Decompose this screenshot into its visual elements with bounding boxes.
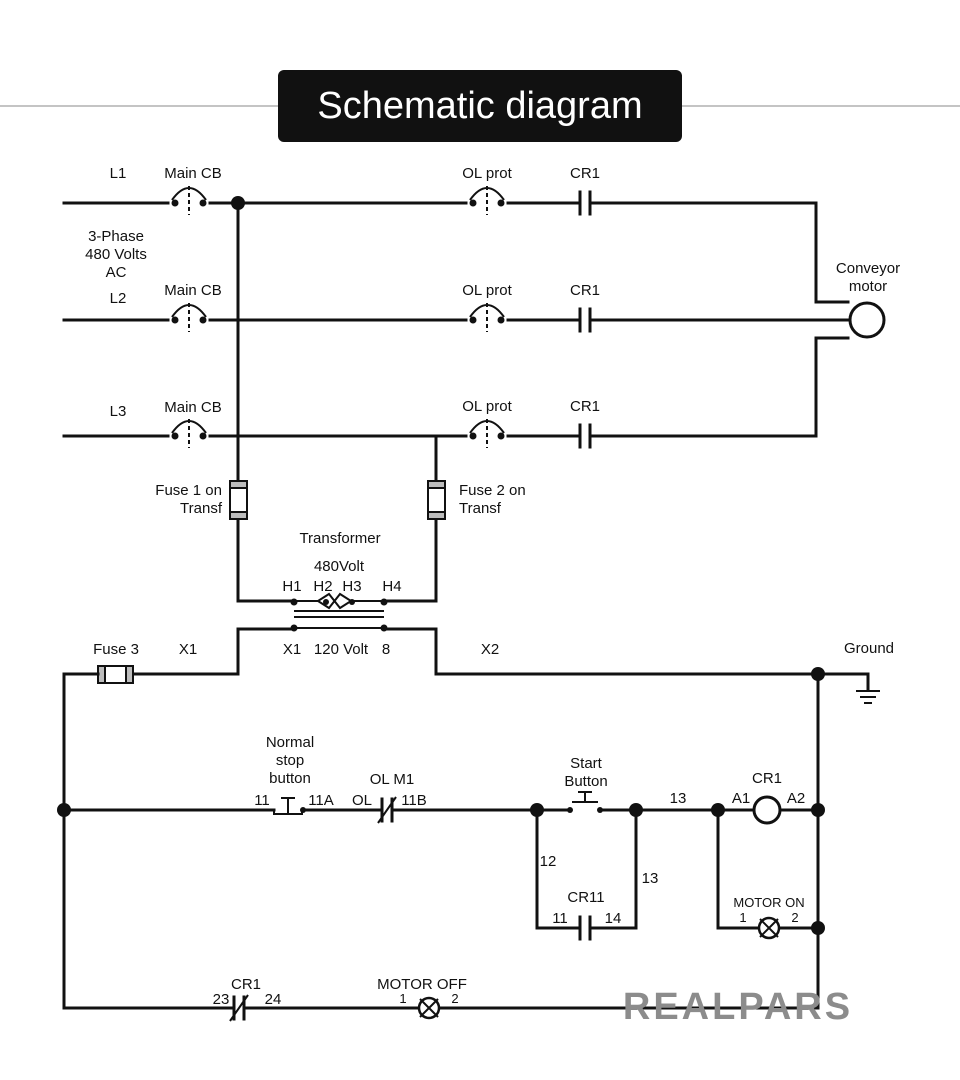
label-motor-off: MOTOR OFF xyxy=(377,976,467,993)
label-cr1-coil: CR1 xyxy=(752,770,782,787)
fuse-3-symbol xyxy=(97,665,134,684)
cr1-contact-l2 xyxy=(578,307,592,333)
title-banner: Schematic diagram xyxy=(0,70,960,142)
label-wire-13b: 13 xyxy=(642,870,659,887)
supply-line-3: AC xyxy=(106,264,127,281)
label-l2: L2 xyxy=(110,290,127,307)
label-cr1-2: CR1 xyxy=(570,282,600,299)
label-start-1: Start xyxy=(570,755,603,772)
control-circuit: Fuse 3 X1 X2 Ground Normal stop button 1… xyxy=(57,640,894,1022)
label-motor-off-t1: 1 xyxy=(399,991,406,1006)
label-stop-1: Normal xyxy=(266,734,314,751)
main-cb-l2 xyxy=(171,303,207,332)
label-terminal-8: 8 xyxy=(382,641,390,658)
main-cb-l3 xyxy=(171,419,207,448)
label-wire-11: 11 xyxy=(254,792,270,809)
label-primary-voltage: 480Volt xyxy=(314,558,365,575)
label-wire-24: 24 xyxy=(265,991,282,1008)
label-cr11: CR11 xyxy=(567,889,604,906)
motor-on-lamp-symbol xyxy=(757,916,781,940)
fuse-2-symbol xyxy=(427,480,446,520)
supply-line-2: 480 Volts xyxy=(85,246,147,263)
label-stop-3: button xyxy=(269,770,311,787)
label-ol-prot-2: OL prot xyxy=(462,282,512,299)
label-fuse1-2: Transf xyxy=(180,500,223,517)
label-wire-11b: 11B xyxy=(401,792,427,809)
label-cr1-bottom: CR1 xyxy=(231,976,261,993)
label-ol-prot-3: OL prot xyxy=(462,398,512,415)
label-wire-23: 23 xyxy=(213,991,230,1008)
label-secondary-voltage: 120 Volt xyxy=(314,641,369,658)
title-box xyxy=(278,70,682,142)
label-wire-11a: 11A xyxy=(308,792,334,809)
label-x1-wire: X1 xyxy=(179,641,197,658)
ol-prot-l2 xyxy=(469,303,505,332)
label-a2: A2 xyxy=(787,790,805,807)
transformer-section: Fuse 1 on Transf Fuse 2 on Transf Transf… xyxy=(130,201,820,676)
label-stop-2: stop xyxy=(276,752,304,769)
label-x1-terminal: X1 xyxy=(283,641,301,658)
fuse-1-symbol xyxy=(229,480,248,520)
label-fuse1-1: Fuse 1 on xyxy=(155,482,222,499)
conveyor-motor-symbol xyxy=(848,301,886,339)
label-fuse2-1: Fuse 2 on xyxy=(459,482,526,499)
ol-prot-l1 xyxy=(469,186,505,215)
label-h2: H2 xyxy=(313,578,332,595)
ol-m1-contact xyxy=(377,796,397,824)
label-h3: H3 xyxy=(342,578,361,595)
label-cr11-t2: 14 xyxy=(605,910,622,927)
cr1-contact-l3 xyxy=(578,423,592,449)
label-wire-13a: 13 xyxy=(670,790,687,807)
label-transformer: Transformer xyxy=(299,530,380,547)
label-fuse3: Fuse 3 xyxy=(93,641,139,658)
cr11-contact xyxy=(578,915,592,941)
label-a1: A1 xyxy=(732,790,750,807)
label-ol-m1: OL M1 xyxy=(370,771,414,788)
label-l1: L1 xyxy=(110,165,127,182)
label-h1: H1 xyxy=(282,578,301,595)
ground-symbol xyxy=(856,690,880,704)
junction-ground xyxy=(811,667,825,681)
realpars-logo: REALPARS xyxy=(623,986,853,1028)
label-fuse2-2: Transf xyxy=(459,500,502,517)
label-main-cb-1: Main CB xyxy=(164,165,222,182)
label-motor-on-t1: 1 xyxy=(739,910,746,925)
power-circuit: L1 L2 L3 3-Phase 480 Volts AC Main CB Ma… xyxy=(62,165,900,449)
cr1-bottom-contact xyxy=(229,994,249,1022)
page-title: Schematic diagram xyxy=(317,85,642,127)
supply-line-1: 3-Phase xyxy=(88,228,144,245)
label-x2-wire: X2 xyxy=(481,641,499,658)
label-cr11-t1: 11 xyxy=(552,910,568,927)
start-button-symbol xyxy=(567,791,603,813)
label-cr1-1: CR1 xyxy=(570,165,600,182)
label-ol: OL xyxy=(352,792,372,809)
label-ol-prot-1: OL prot xyxy=(462,165,512,182)
junction-coil-right xyxy=(811,803,825,817)
label-h4: H4 xyxy=(382,578,401,595)
label-motor-on: MOTOR ON xyxy=(733,895,804,910)
junction-lamp-right xyxy=(811,921,825,935)
cr1-coil-symbol xyxy=(752,795,782,825)
cr1-contact-l1 xyxy=(578,190,592,216)
label-motor-2: motor xyxy=(849,278,887,295)
ol-prot-l3 xyxy=(469,419,505,448)
label-motor-1: Conveyor xyxy=(836,260,900,277)
label-wire-12: 12 xyxy=(540,853,557,870)
label-main-cb-2: Main CB xyxy=(164,282,222,299)
main-cb-l1 xyxy=(171,186,207,215)
label-ground: Ground xyxy=(844,640,894,657)
label-cr1-3: CR1 xyxy=(570,398,600,415)
label-motor-on-t2: 2 xyxy=(791,910,798,925)
stop-button-symbol xyxy=(273,797,306,815)
label-motor-off-t2: 2 xyxy=(451,991,458,1006)
motor-off-lamp-symbol xyxy=(417,996,441,1020)
label-main-cb-3: Main CB xyxy=(164,399,222,416)
junction-left-rung1 xyxy=(57,803,71,817)
label-l3: L3 xyxy=(110,403,127,420)
label-start-2: Button xyxy=(564,773,607,790)
